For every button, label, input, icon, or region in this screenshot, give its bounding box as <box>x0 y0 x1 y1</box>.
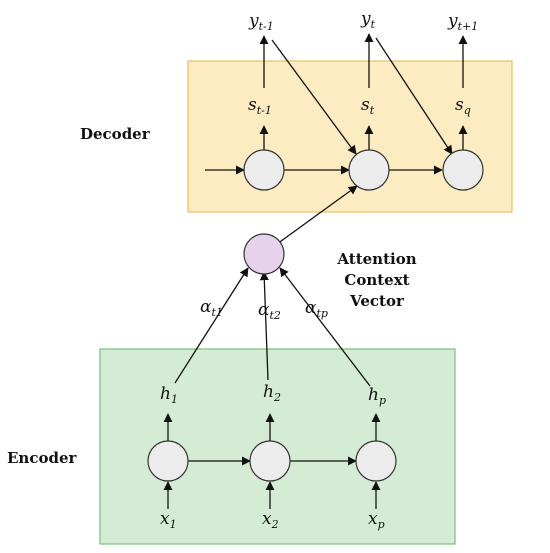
encoder-node-2 <box>249 440 291 482</box>
output-label-1: yt-1 <box>248 11 274 33</box>
attention-label-line-1: Attention <box>336 250 416 268</box>
attention-edge-hp <box>279 267 371 387</box>
encoder-node-3 <box>355 440 397 482</box>
decoder-label: Decoder <box>80 125 151 143</box>
decoder-y2-feedback <box>375 37 453 155</box>
context-to-decoder-arrow <box>276 185 358 245</box>
decoder-node-3 <box>442 149 484 191</box>
hidden-label-1: h1 <box>160 384 178 406</box>
decoder-node-1 <box>243 149 285 191</box>
weight-label-3: αtp <box>305 298 328 320</box>
weight-label-2: αt2 <box>258 300 281 322</box>
input-label-3: xp <box>368 509 385 531</box>
output-label-2: yt <box>360 9 376 31</box>
weight-label-1: αt1 <box>200 297 223 319</box>
decoder-node-2 <box>348 149 390 191</box>
state-label-1: st-1 <box>248 95 272 117</box>
attention-edge-h1 <box>174 267 249 384</box>
state-label-3: sq <box>455 95 471 117</box>
attention-label-line-2: Context <box>344 271 409 289</box>
hidden-label-2: h2 <box>263 382 281 404</box>
decoder-y1-feedback <box>271 39 357 155</box>
attention-edge-h2 <box>259 271 269 381</box>
encoder-label: Encoder <box>7 449 78 467</box>
state-label-2: st <box>361 95 375 117</box>
attention-node <box>243 233 285 275</box>
output-label-3: yt+1 <box>447 11 478 33</box>
encoder-node-1 <box>147 440 189 482</box>
hidden-label-3: hp <box>368 385 386 407</box>
input-label-2: x2 <box>262 509 279 531</box>
input-label-1: x1 <box>160 509 177 531</box>
attention-label-line-3: Vector <box>349 292 405 310</box>
